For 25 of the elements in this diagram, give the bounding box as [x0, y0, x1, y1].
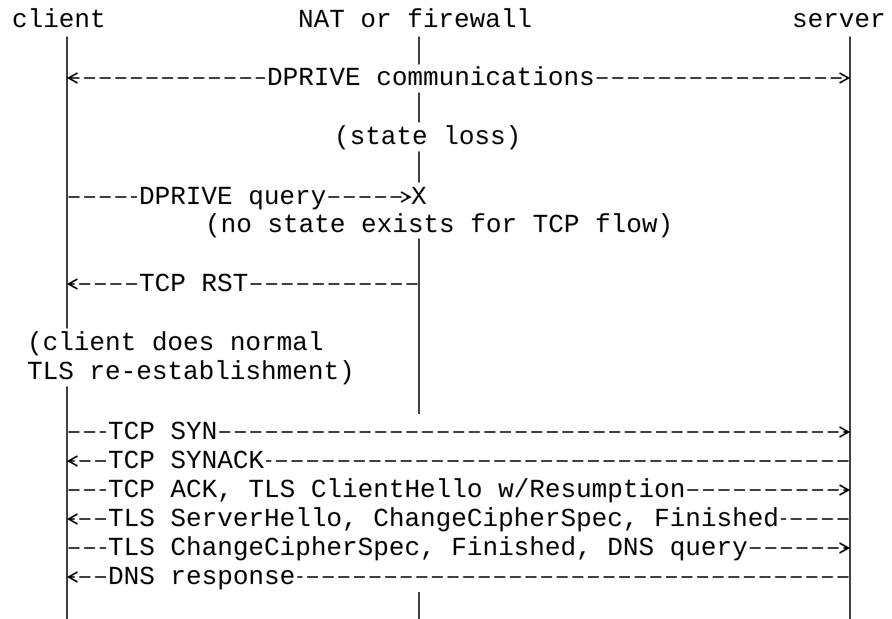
message-arrow [68, 484, 850, 496]
message-label: DNS response [108, 562, 296, 592]
participant-label: client [12, 6, 106, 34]
message-arrow [68, 191, 411, 203]
message-arrow [68, 513, 850, 525]
note-text: (no state exists for TCP flow) [205, 210, 674, 240]
message-arrow [68, 426, 850, 438]
message-label: DPRIVE communications [267, 64, 595, 92]
participant-label: NAT or firewall [298, 6, 532, 34]
message-label: TLS ServerHello, ChangeCipherSpec, Finished [108, 504, 779, 534]
drop-marker: X [411, 182, 427, 212]
message-arrow [68, 455, 850, 467]
message-arrow [68, 542, 850, 554]
message-arrow [68, 278, 418, 290]
message-arrow [68, 571, 850, 583]
message-label: TLS ChangeCipherSpec, Finished, DNS query [108, 534, 748, 562]
message-arrow [68, 72, 850, 84]
message-label: TCP RST [139, 270, 248, 298]
note-text: (state loss) [334, 122, 522, 152]
message-label: TCP ACK, TLS ClientHello w/Resumption [108, 476, 686, 504]
message-label: TCP SYN [108, 418, 218, 446]
note-text: (client does normal TLS re-establishment) [27, 328, 356, 386]
message-label: TCP SYNACK [108, 446, 264, 476]
participant-label: server [792, 6, 886, 34]
message-label: DPRIVE query [139, 182, 326, 212]
